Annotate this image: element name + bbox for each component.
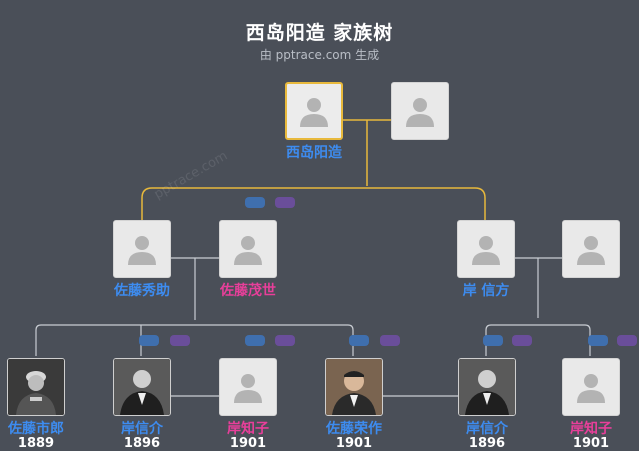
person-name[interactable]: 岸信介 [121,421,163,437]
person-photo-box[interactable] [285,82,343,140]
focus-lineage-lines [141,119,486,220]
person-placeholder-icon [234,374,262,403]
person-birth-year: 1901 [335,436,373,451]
relation-badge[interactable] [275,197,295,208]
person-placeholder-icon [577,236,605,265]
relation-badge[interactable] [380,335,400,346]
person-placeholder-icon [577,374,605,403]
page-subtitle: 由 pptrace.com 生成 [259,48,380,62]
person-photo[interactable] [458,358,516,416]
person-name[interactable]: 佐藤秀助 [114,283,170,299]
person-name[interactable]: 佐藤荣作 [326,421,382,437]
person-placeholder-icon [406,98,434,127]
page-title: 西岛阳造 家族树 [245,22,394,44]
person-placeholder-icon [300,98,328,127]
relation-badge[interactable] [245,197,265,208]
person-birth-year: 1896 [123,436,161,451]
person-name[interactable]: 西岛阳造 [286,145,342,161]
family-lines [35,257,591,397]
portrait-photo-icon [114,359,170,415]
relation-badge[interactable] [512,335,532,346]
person-name[interactable]: 岸知子 [570,421,612,437]
person-name[interactable]: 岸信介 [466,421,508,437]
person-photo-box[interactable] [219,358,277,416]
person-birth-year: 1889 [17,436,55,451]
person-placeholder-icon [128,236,156,265]
relation-badge[interactable] [139,335,159,346]
person-name[interactable]: 佐藤茂世 [220,283,276,299]
relation-badge[interactable] [617,335,637,346]
person-placeholder-icon [472,236,500,265]
portrait-photo-icon [326,359,382,415]
person-photo[interactable] [325,358,383,416]
relation-badge[interactable] [170,335,190,346]
person-birth-year: 1896 [468,436,506,451]
relation-badge[interactable] [483,335,503,346]
relation-badge[interactable] [588,335,608,346]
person-name[interactable]: 岸 信方 [462,283,510,299]
person-birth-year: 1901 [572,436,610,451]
relation-badge[interactable] [349,335,369,346]
relation-badge[interactable] [245,335,265,346]
person-photo[interactable] [7,358,65,416]
person-photo-box[interactable] [457,220,515,278]
person-photo-box[interactable] [562,220,620,278]
portrait-photo-icon [459,359,515,415]
person-birth-year: 1901 [229,436,267,451]
person-photo[interactable] [113,358,171,416]
person-photo-box[interactable] [562,358,620,416]
person-photo-box[interactable] [113,220,171,278]
portrait-photo-icon [8,359,64,415]
person-name[interactable]: 佐藤市郎 [8,421,64,437]
person-photo-box[interactable] [219,220,277,278]
relation-badge[interactable] [275,335,295,346]
person-name[interactable]: 岸知子 [227,421,269,437]
person-placeholder-icon [234,236,262,265]
person-photo-box[interactable] [391,82,449,140]
